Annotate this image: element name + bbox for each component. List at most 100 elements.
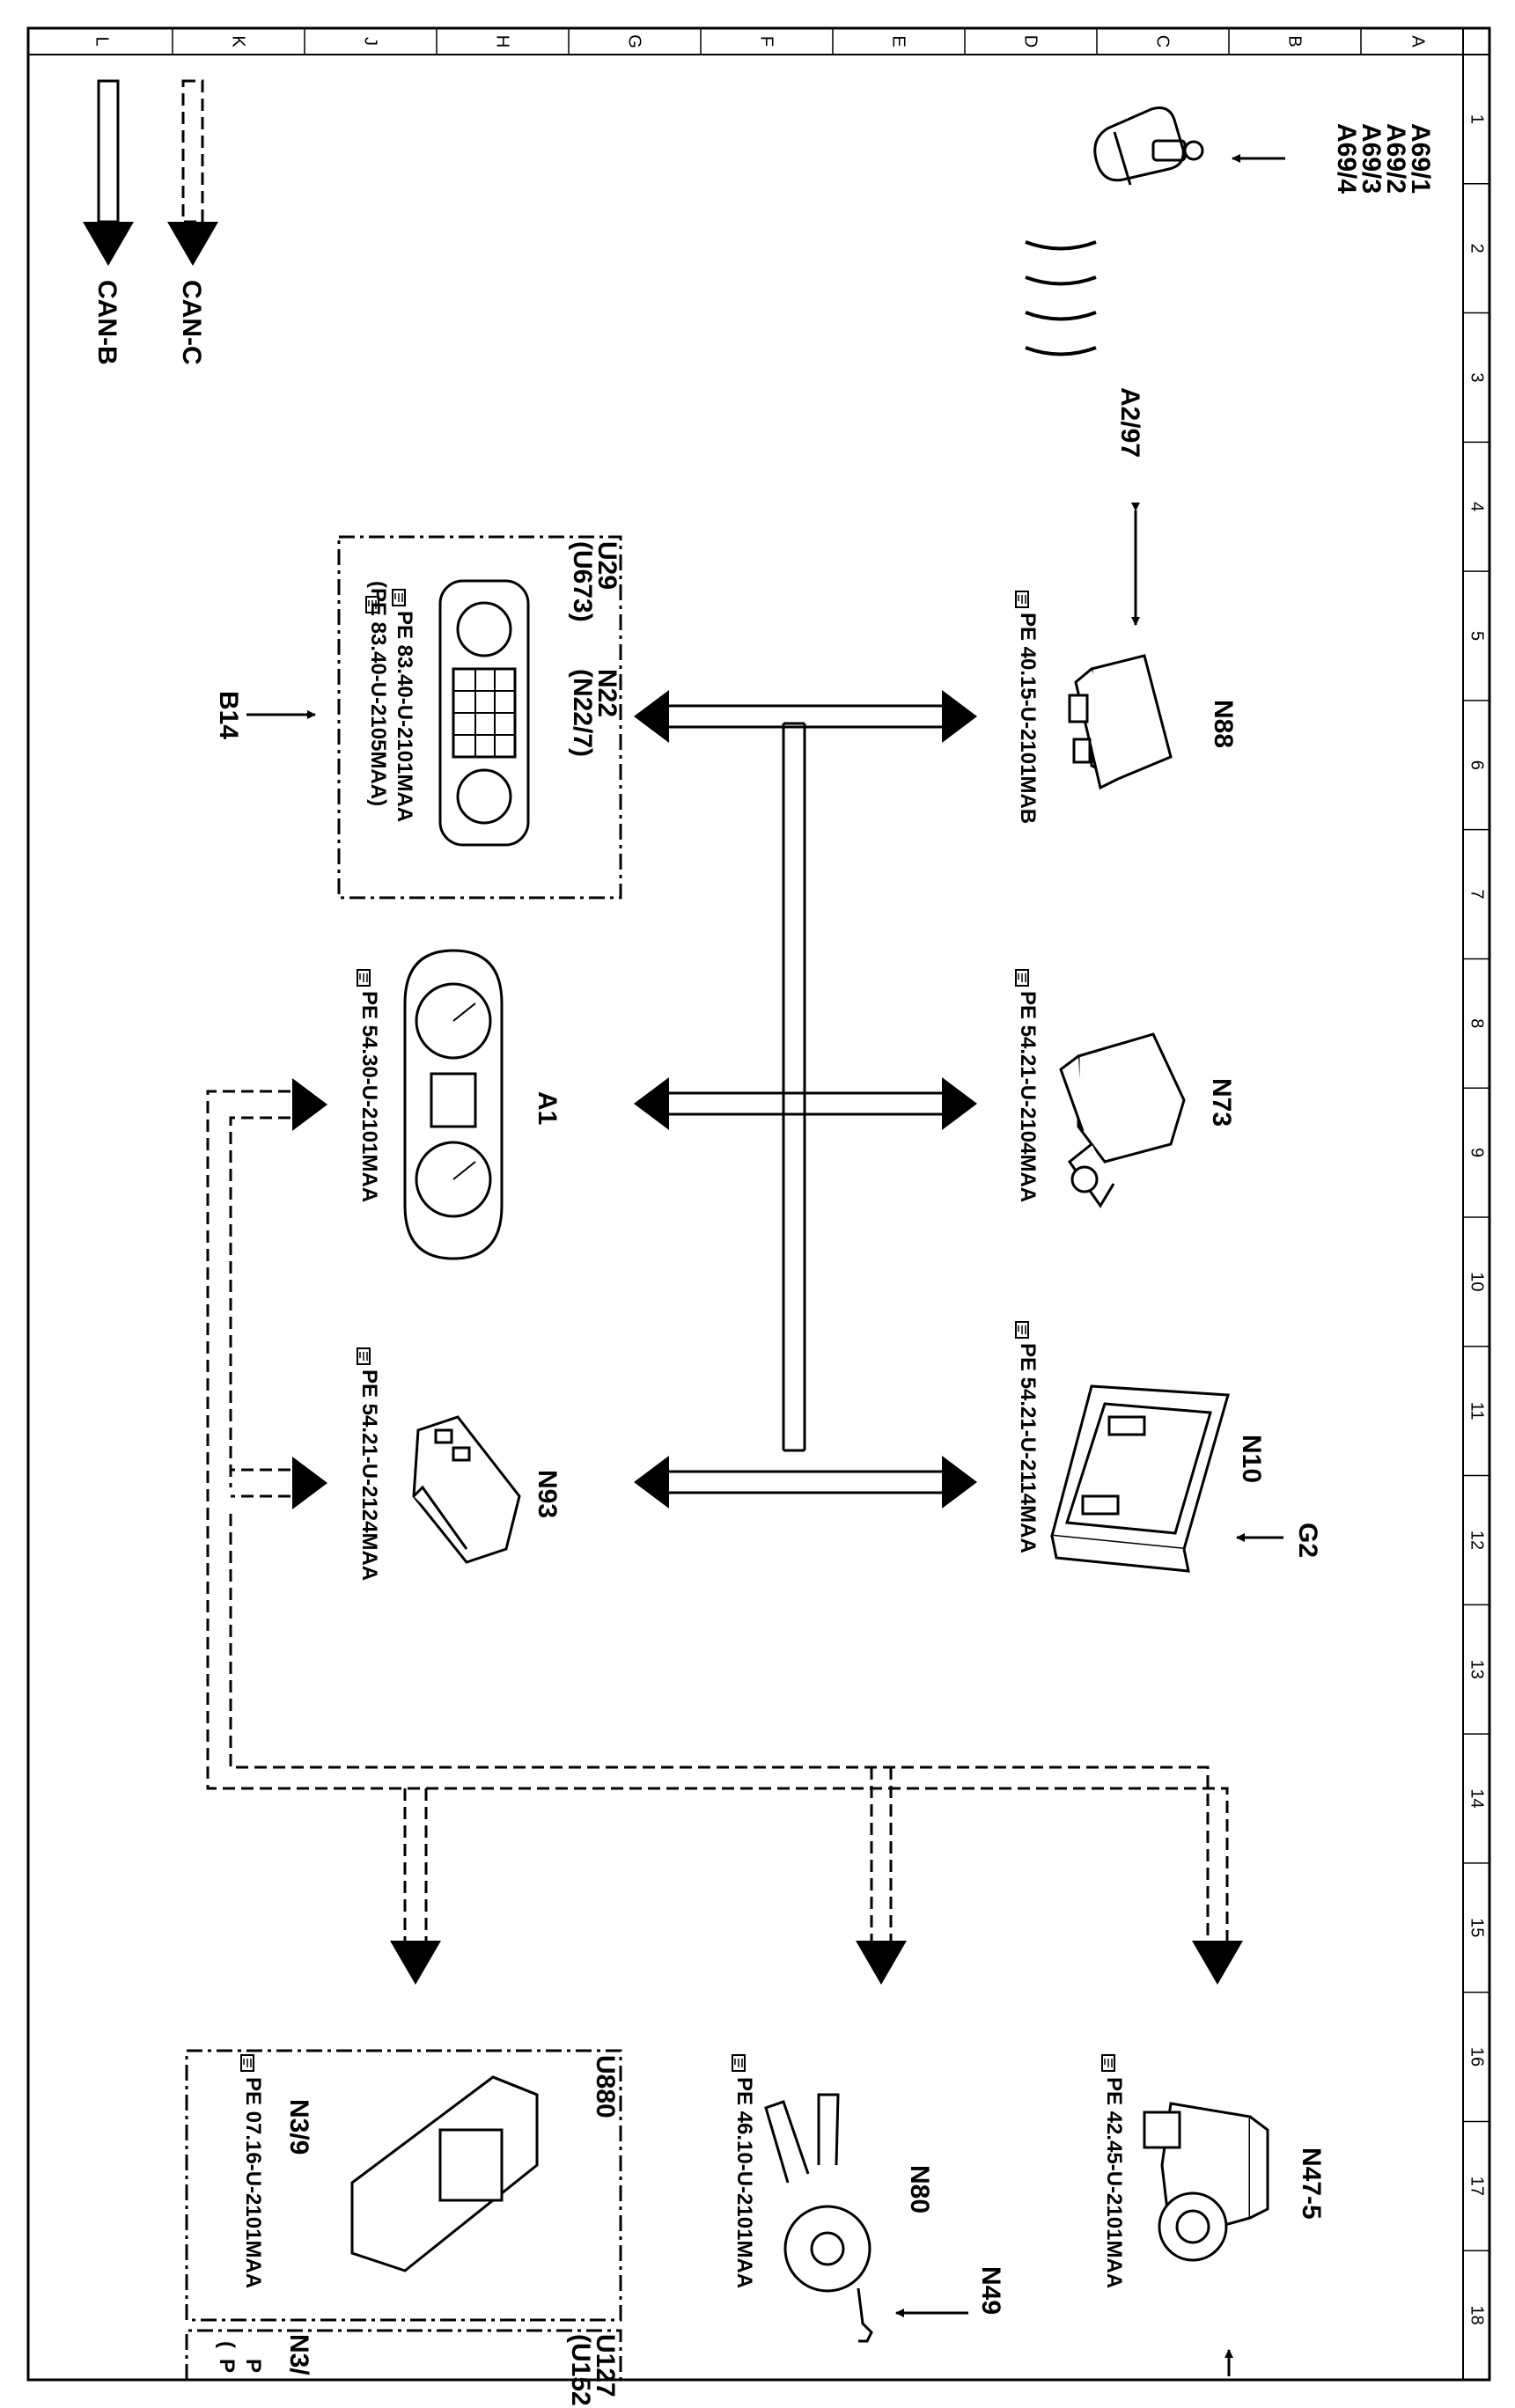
- n80-reference-icon: [732, 2054, 746, 2072]
- n93-module-icon: [412, 1415, 521, 1564]
- grid-row-number-right: 14: [1467, 1788, 1487, 1808]
- label-a69-3: A69/3: [1357, 123, 1386, 194]
- grid-row-number-right: 7: [1467, 889, 1487, 899]
- label-n88: N88: [1209, 700, 1238, 748]
- grid-letter-e: E: [889, 35, 908, 47]
- n88-module-icon: [1068, 654, 1173, 790]
- grid-row-number-right: 4: [1467, 502, 1487, 511]
- n10-reference-icon: [1015, 1321, 1029, 1339]
- label-a69-2: A69/2: [1381, 123, 1410, 194]
- grid-row-number-right: 2: [1467, 244, 1487, 253]
- grid-letter-k: K: [229, 35, 248, 48]
- label-n47-5: N47-5: [1297, 2147, 1326, 2220]
- label-n73: N73: [1207, 1078, 1236, 1127]
- legend-can-b: CAN-B: [83, 79, 134, 365]
- grid-letters: A B C D E F G H J K L: [92, 28, 1428, 55]
- label-a69-1: A69/1: [1406, 123, 1435, 194]
- n10-module-icon: [1050, 1384, 1230, 1573]
- label-u152-partial: (U152: [566, 2334, 595, 2406]
- label-a2-97: A2/97: [1115, 387, 1144, 458]
- n22-reference-icon-1: [392, 589, 406, 606]
- label-u880: U880: [591, 2055, 620, 2118]
- label-n22-ref-2: (PE 83.40-U-2105MAA): [366, 581, 390, 806]
- radio-waves-icon: [1025, 240, 1097, 356]
- grid-row-number-right: 11: [1467, 1402, 1487, 1421]
- grid-row-number-right: 12: [1467, 1531, 1487, 1550]
- label-n3-9-ref: PE 07.16-U-2101MAA: [241, 2077, 265, 2288]
- n3-9-reference-icon: [240, 2054, 254, 2072]
- label-b14: B14: [214, 691, 243, 739]
- can-b-arrowheads: [634, 690, 977, 1509]
- label-n47-5-ref: PE 42.45-U-2101MAA: [1102, 2077, 1126, 2288]
- label-pe-partial-3: P: [215, 2359, 239, 2373]
- label-n80-ref: PE 46.10-U-2101MAA: [732, 2077, 756, 2288]
- can-c-arrowheads: [292, 1078, 1243, 1985]
- can-c-bus: [206, 1090, 1229, 1941]
- n22-variant-box: [337, 535, 622, 899]
- label-a1: A1: [533, 1091, 562, 1125]
- a1-reference-icon: [357, 969, 371, 987]
- legend-can-c-label: CAN-C: [177, 280, 206, 365]
- n93-reference-icon: [357, 1347, 371, 1365]
- grid-row-number-right: 10: [1467, 1272, 1487, 1291]
- n3-9-engine-control-unit-icon: [350, 2075, 539, 2272]
- n80-steering-column-module-icon: [764, 2093, 873, 2343]
- n47-5-reference-icon: [1101, 2054, 1115, 2072]
- label-n49: N49: [976, 2266, 1005, 2315]
- grid-row-number-right: 13: [1467, 1660, 1487, 1679]
- n3-9-variant-box: [185, 2049, 622, 2322]
- label-u127-partial: U127: [591, 2334, 620, 2397]
- label-n10: N10: [1237, 1435, 1266, 1483]
- label-n22: N22: [592, 669, 621, 717]
- label-n3-partial: N3/: [284, 2334, 313, 2375]
- legend-can-c: CAN-C: [167, 79, 218, 365]
- grid-row-number-right: 8: [1467, 1018, 1487, 1028]
- grid-row-number-right: 6: [1467, 760, 1487, 770]
- next-variant-box-partial: [185, 2329, 622, 2380]
- grid-letter-g: G: [625, 34, 644, 48]
- n22-climate-control-icon: [438, 579, 530, 847]
- n88-reference-icon: [1015, 591, 1029, 608]
- label-pe-partial-2: (: [215, 2341, 239, 2348]
- label-n10-ref: PE 54.21-U-2114MAA: [1016, 1343, 1040, 1553]
- a1-instrument-cluster-icon: [403, 949, 504, 1260]
- grid-row-number-right: 9: [1467, 1148, 1487, 1157]
- grid-row-number-right: 16: [1467, 2047, 1487, 2067]
- label-a1-ref: PE 54.30-U-2101MAA: [357, 991, 381, 1202]
- label-pe-partial-1: P: [241, 2359, 265, 2373]
- grid-letter-j: J: [361, 37, 380, 46]
- grid-letter-b: B: [1285, 35, 1305, 47]
- grid-letter-c: C: [1153, 35, 1173, 48]
- tire-pressure-sensor-icon: [1093, 106, 1204, 186]
- label-n73-ref: PE 54.21-U-2104MAA: [1016, 991, 1040, 1202]
- grid-letter-d: D: [1021, 35, 1041, 48]
- can-b-bus: [669, 704, 942, 1494]
- grid-row-number-right: 15: [1467, 1918, 1487, 1937]
- grid-letter-a: A: [1408, 35, 1428, 48]
- label-n3-9: N3/9: [284, 2099, 313, 2155]
- grid-letter-l: L: [92, 36, 112, 46]
- label-u673: (U673): [568, 541, 597, 622]
- n73-switch-icon: [1059, 1032, 1186, 1208]
- frame: [26, 26, 1491, 2382]
- label-n80: N80: [905, 2165, 934, 2213]
- grid-row-number-right: 3: [1467, 372, 1487, 382]
- legend-can-b-label: CAN-B: [92, 280, 121, 365]
- n73-reference-icon: [1015, 969, 1029, 987]
- grid-row-number-right: 1: [1467, 114, 1487, 124]
- label-n22-ref-1: PE 83.40-U-2101MAA: [393, 611, 416, 822]
- label-n93-ref: PE 54.21-U-2124MAA: [357, 1369, 381, 1581]
- label-a69-4: A69/4: [1332, 123, 1361, 194]
- grid-row-number-right: 17: [1467, 2177, 1487, 2196]
- label-u29: U29: [592, 541, 621, 590]
- label-n88-ref: PE 40.15-U-2101MAB: [1016, 613, 1040, 824]
- label-n22-7: (N22/7): [568, 669, 597, 757]
- label-g2: G2: [1293, 1523, 1322, 1558]
- grid-letter-h: H: [493, 35, 512, 48]
- label-n93: N93: [533, 1470, 562, 1518]
- grid-row-number-right: 18: [1467, 2305, 1487, 2324]
- grid-row-number-right: 5: [1467, 631, 1487, 641]
- n47-5-esp-unit-icon: [1143, 2102, 1269, 2262]
